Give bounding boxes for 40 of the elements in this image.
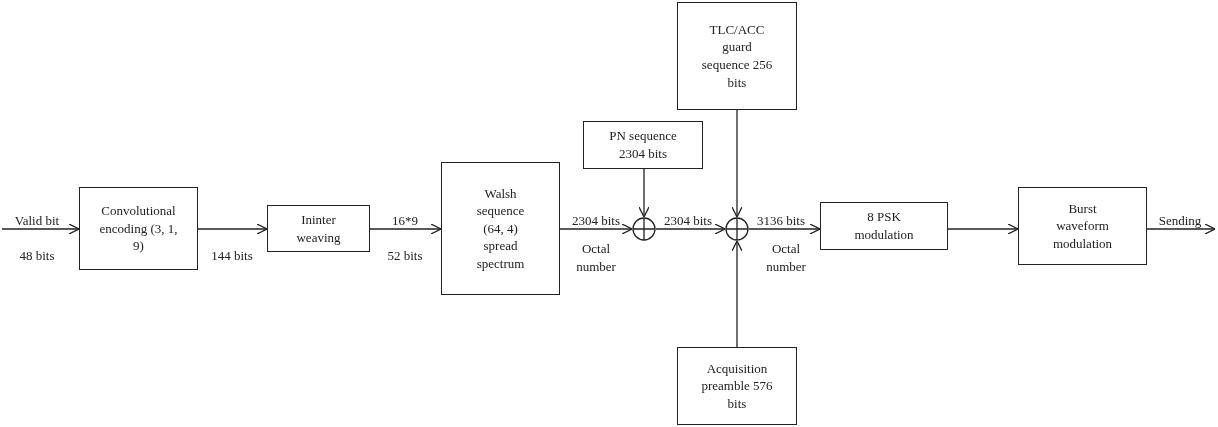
arrow xyxy=(1146,223,1216,235)
box-label: Ininter weaving xyxy=(295,210,342,247)
arrow xyxy=(731,240,743,348)
arrow xyxy=(947,223,1019,235)
process-box xyxy=(441,162,560,295)
box-label: Burst waveform modulation xyxy=(1051,199,1114,253)
signal-label: Octal number xyxy=(575,240,617,276)
box-label: Convolutional encoding (3, 1, 9) xyxy=(98,202,179,255)
process-box xyxy=(677,2,797,110)
process-box xyxy=(1018,187,1147,265)
edge-label: Valid bit xyxy=(14,212,60,230)
signal-label: Octal number xyxy=(765,240,807,276)
box-label: PN sequence 2304 bits xyxy=(608,127,678,163)
process-box xyxy=(267,205,370,252)
signal-label: 2304 bits xyxy=(664,212,712,230)
signal-label: 48 bits xyxy=(19,247,55,265)
box-label: TLC/ACC guard sequence 256 bits xyxy=(700,20,774,92)
process-box xyxy=(677,347,797,425)
signal-label: 144 bits xyxy=(211,247,253,265)
process-box xyxy=(820,202,948,250)
signal-label: 52 bits xyxy=(387,247,423,265)
box-label: Acquisition preamble 576 bits xyxy=(700,359,774,413)
arrow xyxy=(748,223,821,235)
arrow xyxy=(197,223,268,235)
arrow xyxy=(1,223,80,235)
signal-label: 16*9 xyxy=(392,212,418,230)
box-label: Walsh sequence (64, 4) spread spectrum xyxy=(475,184,526,273)
arrow xyxy=(731,109,743,218)
arrow xyxy=(369,223,442,235)
arrow xyxy=(655,223,726,235)
summing-junction-symbol xyxy=(632,217,656,241)
signal-label: 2304 bits xyxy=(572,212,620,230)
signal-label: 3136 bits xyxy=(757,212,805,230)
box-label: 8 PSK modulation xyxy=(853,208,915,244)
process-box xyxy=(79,187,198,270)
arrow xyxy=(638,168,650,218)
process-box xyxy=(583,121,703,169)
arrow xyxy=(559,223,633,235)
edge-label: Sending xyxy=(1158,212,1202,230)
summing-junction-symbol xyxy=(725,217,749,241)
